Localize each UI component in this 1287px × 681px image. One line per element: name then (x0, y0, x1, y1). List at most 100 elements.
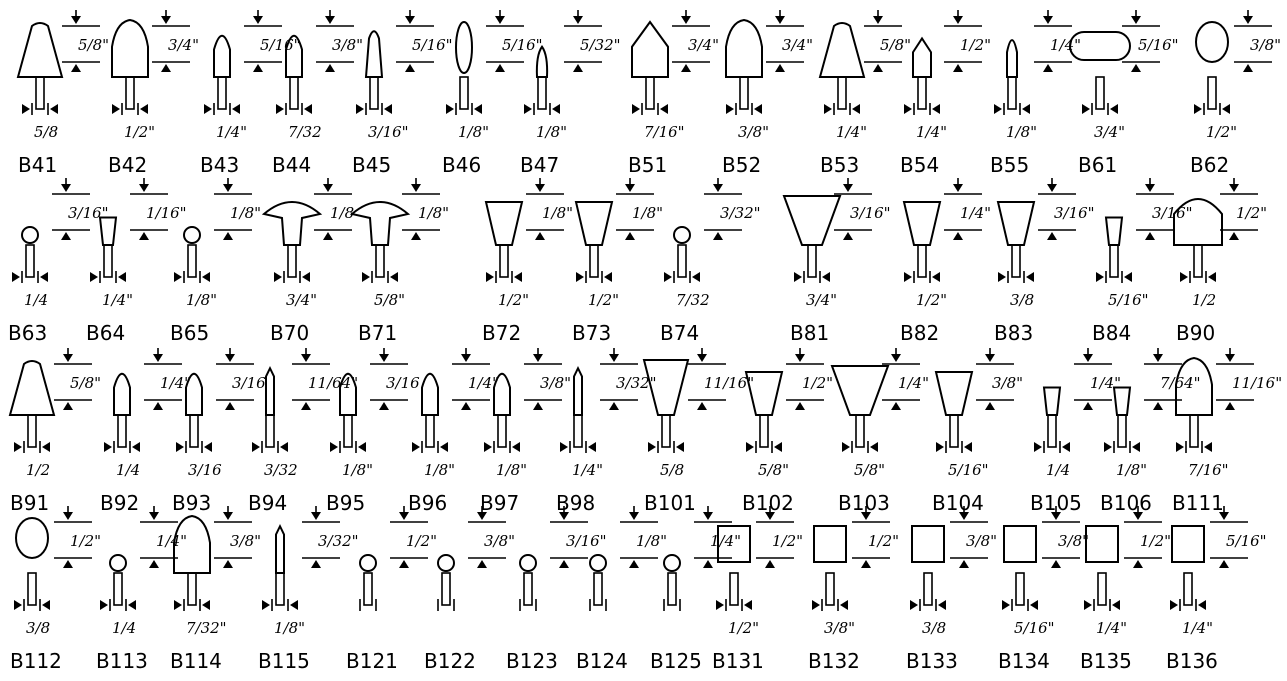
point-code-label: B72 (482, 321, 521, 345)
ball-head-shape (437, 554, 455, 572)
dimension-arrow-left (1030, 600, 1038, 610)
point-code-label: B44 (272, 153, 311, 177)
dimension-arrow-down (697, 354, 707, 362)
dimension-arrow-down (161, 16, 171, 24)
dimension-arrow-up (953, 64, 963, 72)
shank-dimension-label: 5/8" (854, 461, 885, 479)
abrasive-point-b115: 3/32"1/8"B115 (258, 506, 359, 673)
vcup-head-shape (642, 359, 690, 416)
dimension-arrow-down (379, 354, 389, 362)
dimension-arrow-up (1133, 560, 1143, 568)
point-code-label: B51 (628, 153, 667, 177)
shank-outline (1015, 572, 1025, 606)
dimension-arrow-down (953, 16, 963, 24)
head-dimension-label: 1/4" (156, 532, 187, 550)
shank-outline (1011, 244, 1021, 278)
point-code-label: B123 (506, 649, 558, 673)
dimension-arrow-up (1153, 402, 1163, 410)
shank-outline (217, 76, 227, 110)
dimension-arrow-right (446, 104, 454, 114)
dimension-arrow-left (1222, 104, 1230, 114)
shank-dimension-label: 1/8" (1116, 461, 1147, 479)
ball-head-shape (589, 554, 607, 572)
dimension-arrow-right (1180, 272, 1188, 282)
shank-outline (187, 244, 197, 278)
abrasive-point-b134: 3/8"5/16"B134 (998, 506, 1089, 673)
taper-head-shape (1104, 216, 1124, 246)
dimension-arrow-right (1104, 442, 1112, 452)
head-dimension-label: 1/2" (1140, 532, 1171, 550)
dome-head-shape (1173, 198, 1223, 246)
head-dimension-label: 3/16" (1054, 204, 1095, 222)
head-dimension-label: 3/16" (68, 204, 109, 222)
head-dimension-label: 11/64" (308, 374, 358, 392)
dimension-arrow-right (632, 104, 640, 114)
point-code-label: B133 (906, 649, 958, 673)
point-code-label: B104 (932, 491, 984, 515)
point-code-label: B47 (520, 153, 559, 177)
dimension-arrow-right (904, 272, 912, 282)
dimension-arrow-down (533, 354, 543, 362)
abrasive-point-b81: 3/16"3/4"B81 (782, 178, 891, 345)
pencil-head-shape (265, 365, 275, 416)
shank-dimension-label: 1/8" (458, 123, 489, 141)
shank-outline (35, 76, 45, 110)
dimension-arrow-down (1133, 512, 1143, 520)
dimension-arrow-down (573, 16, 583, 24)
dimension-arrow-up (609, 402, 619, 410)
shank-outline (287, 244, 297, 278)
shank-outline (1189, 414, 1199, 448)
dimension-arrow-left (852, 104, 860, 114)
dimension-arrow-up (61, 232, 71, 240)
point-code-label: B106 (1100, 491, 1152, 515)
head-dimension-label: 5/16" (502, 36, 543, 54)
tree-head-shape (364, 30, 384, 78)
dimension-arrow-up (775, 64, 785, 72)
dimension-arrow-down (477, 512, 487, 520)
dimension-arrow-down (61, 184, 71, 192)
dimension-arrow-left (870, 442, 878, 452)
shank-outline (1047, 414, 1057, 448)
dimension-arrow-up (63, 560, 73, 568)
head-dimension-label: 3/4" (168, 36, 199, 54)
dimension-arrow-right (1034, 442, 1042, 452)
taper-head-shape (1042, 386, 1062, 416)
cyl-head-shape (1003, 525, 1037, 563)
shank-dimension-label: 1/8" (186, 291, 217, 309)
dimension-arrow-right (1176, 442, 1184, 452)
wheel-head-shape (782, 195, 842, 246)
head-dimension-label: 5/16" (412, 36, 453, 54)
abrasive-point-b135: 1/2"1/4"B135 (1080, 506, 1171, 673)
dimension-arrow-right (998, 272, 1006, 282)
dimension-arrow-right (936, 442, 944, 452)
shank-outline (499, 244, 509, 278)
dimension-arrow-right (1084, 600, 1092, 610)
dimension-arrow-down (1219, 512, 1229, 520)
dimension-arrow-right (484, 442, 492, 452)
capsule-head-shape (1069, 31, 1131, 61)
dimension-arrow-down (1153, 354, 1163, 362)
dimension-arrow-left (202, 600, 210, 610)
dimension-arrow-down (495, 16, 505, 24)
shank-outline (661, 414, 671, 448)
dimension-arrow-up (1145, 232, 1155, 240)
dimension-arrow-right (1170, 600, 1178, 610)
dimension-arrow-up (703, 560, 713, 568)
dimension-arrow-left (42, 600, 50, 610)
shank-outline (1007, 76, 1017, 110)
head-dimension-label: 3/32" (318, 532, 359, 550)
point-code-label: B73 (572, 321, 611, 345)
abrasive-point-b97: 3/8"1/8"B97 (480, 348, 571, 515)
cup-head-shape (996, 201, 1036, 246)
dimension-arrow-up (253, 64, 263, 72)
shank-dimension-label: 1/4" (216, 123, 247, 141)
smallcone-head-shape (285, 34, 303, 78)
shank-outline (1193, 244, 1203, 278)
dimension-arrow-left (290, 600, 298, 610)
shank-outline (25, 244, 35, 278)
head-dimension-label: 1/4" (710, 532, 741, 550)
